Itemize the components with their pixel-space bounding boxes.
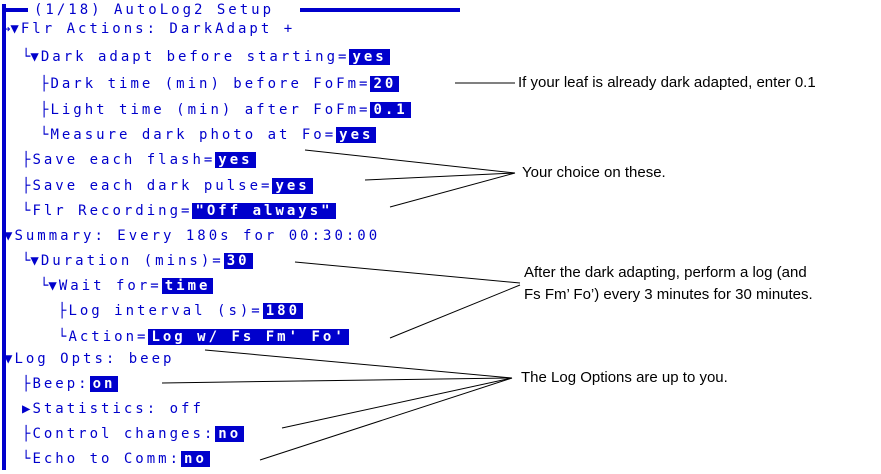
- title-rule-left: [6, 8, 28, 12]
- menu-value-dark-time-before-fofm[interactable]: 20: [370, 76, 400, 92]
- menu-label: Beep:: [32, 376, 90, 392]
- leader-save-dark-pulse: [364, 172, 516, 181]
- tree-marker: └: [22, 451, 31, 467]
- tree-marker: ├: [22, 426, 31, 442]
- tree-marker: ├: [22, 178, 31, 194]
- note-after-dark-line2: Fs Fm’ Fo’) every 3 minutes for 30 minut…: [524, 286, 813, 303]
- menu-row-flr-recording[interactable]: └Flr Recording="Off always": [22, 201, 336, 221]
- menu-label: Flr Actions: DarkAdapt +: [20, 21, 296, 37]
- tree-marker: ├: [40, 76, 49, 92]
- tree-marker: └: [40, 127, 49, 143]
- menu-value-log-interval[interactable]: 180: [262, 303, 304, 319]
- menu-label: Save each dark pulse=: [32, 178, 273, 194]
- tree-marker: └: [58, 329, 67, 345]
- leader-log-opts: [204, 349, 513, 379]
- tree-marker: ├: [22, 152, 31, 168]
- menu-row-control-changes[interactable]: ├Control changes:no: [22, 424, 245, 444]
- tree-marker: →▼: [2, 21, 19, 37]
- note-your-choice: Your choice on these.: [522, 164, 666, 181]
- menu-value-flr-recording[interactable]: "Off always": [192, 203, 336, 219]
- menu-label: Save each flash=: [32, 152, 216, 168]
- tree-marker: └▼: [40, 278, 57, 294]
- note-log-options: The Log Options are up to you.: [521, 369, 728, 386]
- menu-value-echo-to-comm[interactable]: no: [181, 451, 210, 467]
- title-rule-right: [300, 8, 460, 12]
- menu-value-save-each-dark-pulse[interactable]: yes: [272, 178, 313, 194]
- menu-value-dark-adapt-before-starting[interactable]: yes: [349, 49, 390, 65]
- leader-beep: [161, 377, 513, 384]
- leader-duration: [294, 261, 521, 284]
- menu-value-beep[interactable]: on: [89, 376, 119, 392]
- menu-row-statistics[interactable]: ▶Statistics: off: [22, 399, 204, 419]
- tree-marker: ▼: [4, 228, 13, 244]
- menu-value-wait-for[interactable]: time: [161, 278, 214, 294]
- tree-marker: ├: [40, 102, 49, 118]
- tree-marker: ▼: [4, 351, 13, 367]
- menu-label: Measure dark photo at Fo=: [50, 127, 337, 143]
- leader-action: [389, 284, 521, 339]
- tree-marker: ├: [58, 303, 67, 319]
- menu-row-save-each-dark-pulse[interactable]: ├Save each dark pulse=yes: [22, 176, 313, 196]
- menu-row-summary[interactable]: ▼Summary: Every 180s for 00:30:00: [4, 226, 380, 246]
- menu-label: Dark time (min) before FoFm=: [50, 76, 371, 92]
- menu-row-echo-to-comm[interactable]: └Echo to Comm:no: [22, 449, 210, 469]
- menu-row-flr-actions[interactable]: →▼Flr Actions: DarkAdapt +: [2, 19, 295, 39]
- menu-row-duration-mins[interactable]: └▼Duration (mins)=30: [22, 251, 253, 271]
- menu-row-save-each-flash[interactable]: ├Save each flash=yes: [22, 150, 256, 170]
- tree-marker: ▶: [22, 401, 31, 417]
- menu-value-light-time-after-fofm[interactable]: 0.1: [370, 102, 411, 118]
- leader-control-changes: [281, 377, 513, 429]
- note-dark-adapted: If your leaf is already dark adapted, en…: [518, 74, 816, 91]
- note-after-dark-line1: After the dark adapting, perform a log (…: [524, 264, 807, 281]
- tree-marker: ├: [22, 376, 31, 392]
- menu-label: Dark adapt before starting=: [40, 49, 350, 65]
- menu-label: Statistics: off: [32, 401, 204, 417]
- menu-row-dark-time-before-fofm[interactable]: ├Dark time (min) before FoFm=20: [40, 74, 400, 94]
- left-frame-bar: [2, 4, 6, 470]
- menu-row-light-time-after-fofm[interactable]: ├Light time (min) after FoFm=0.1: [40, 100, 411, 120]
- menu-row-log-opts[interactable]: ▼Log Opts: beep: [4, 349, 174, 369]
- menu-value-save-each-flash[interactable]: yes: [215, 152, 256, 168]
- leader-echo-comm: [259, 377, 513, 461]
- menu-value-measure-dark-photo-at-fo[interactable]: yes: [336, 127, 377, 143]
- leader-save-flash: [304, 149, 516, 174]
- menu-label: Log interval (s)=: [68, 303, 263, 319]
- menu-row-log-interval[interactable]: ├Log interval (s)=180: [58, 301, 304, 321]
- menu-label: Log Opts: beep: [14, 351, 175, 367]
- menu-row-action[interactable]: └Action=Log w/ Fs Fm' Fo': [58, 327, 349, 347]
- menu-label: Flr Recording=: [32, 203, 193, 219]
- window-title: (1/18) AutoLog2 Setup: [34, 2, 275, 18]
- tree-marker: └: [22, 203, 31, 219]
- menu-label: Echo to Comm:: [32, 451, 182, 467]
- menu-row-wait-for[interactable]: └▼Wait for=time: [40, 276, 214, 296]
- menu-label: Action=: [68, 329, 149, 345]
- menu-row-dark-adapt-before-starting[interactable]: └▼Dark adapt before starting=yes: [22, 47, 390, 67]
- menu-row-measure-dark-photo-at-fo[interactable]: └Measure dark photo at Fo=yes: [40, 125, 377, 145]
- menu-label: Wait for=: [58, 278, 162, 294]
- menu-label: Duration (mins)=: [40, 253, 224, 269]
- menu-value-control-changes[interactable]: no: [215, 426, 245, 442]
- menu-value-duration-mins[interactable]: 30: [223, 253, 253, 269]
- menu-label: Light time (min) after FoFm=: [50, 102, 371, 118]
- menu-row-beep[interactable]: ├Beep:on: [22, 374, 119, 394]
- menu-value-action[interactable]: Log w/ Fs Fm' Fo': [148, 329, 349, 345]
- leader-flr-recording: [389, 172, 516, 208]
- menu-label: Summary: Every 180s for 00:30:00: [14, 228, 381, 244]
- tree-marker: └▼: [22, 253, 39, 269]
- tree-marker: └▼: [22, 49, 39, 65]
- menu-label: Control changes:: [32, 426, 216, 442]
